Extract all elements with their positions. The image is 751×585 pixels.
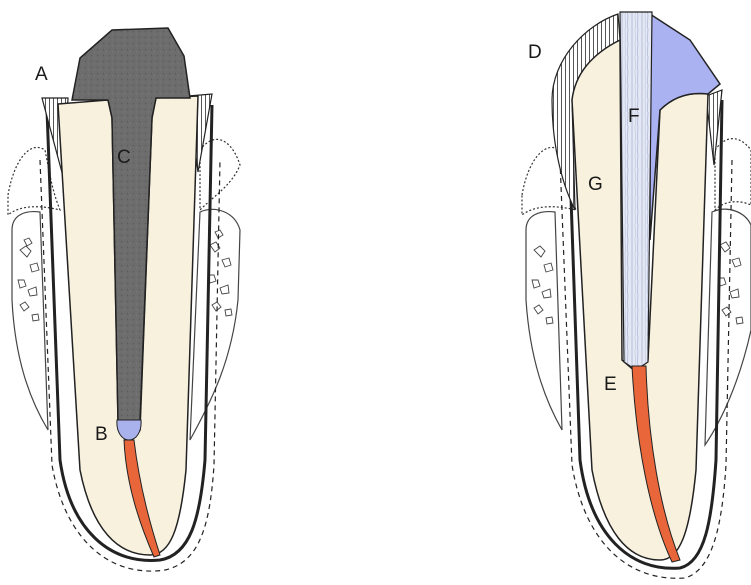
label-f: F (628, 106, 640, 127)
label-d: D (528, 42, 542, 63)
label-a: A (35, 64, 48, 85)
left-gingiva (8, 147, 60, 215)
label-e: E (604, 374, 617, 395)
right-fiber-post (620, 12, 652, 370)
right-tooth: D E F G (522, 12, 751, 578)
left-tooth: A B C (8, 28, 240, 571)
label-g: G (588, 174, 603, 195)
right-bone-mesial (526, 212, 562, 430)
label-b: B (95, 424, 108, 445)
label-c: C (117, 147, 131, 168)
